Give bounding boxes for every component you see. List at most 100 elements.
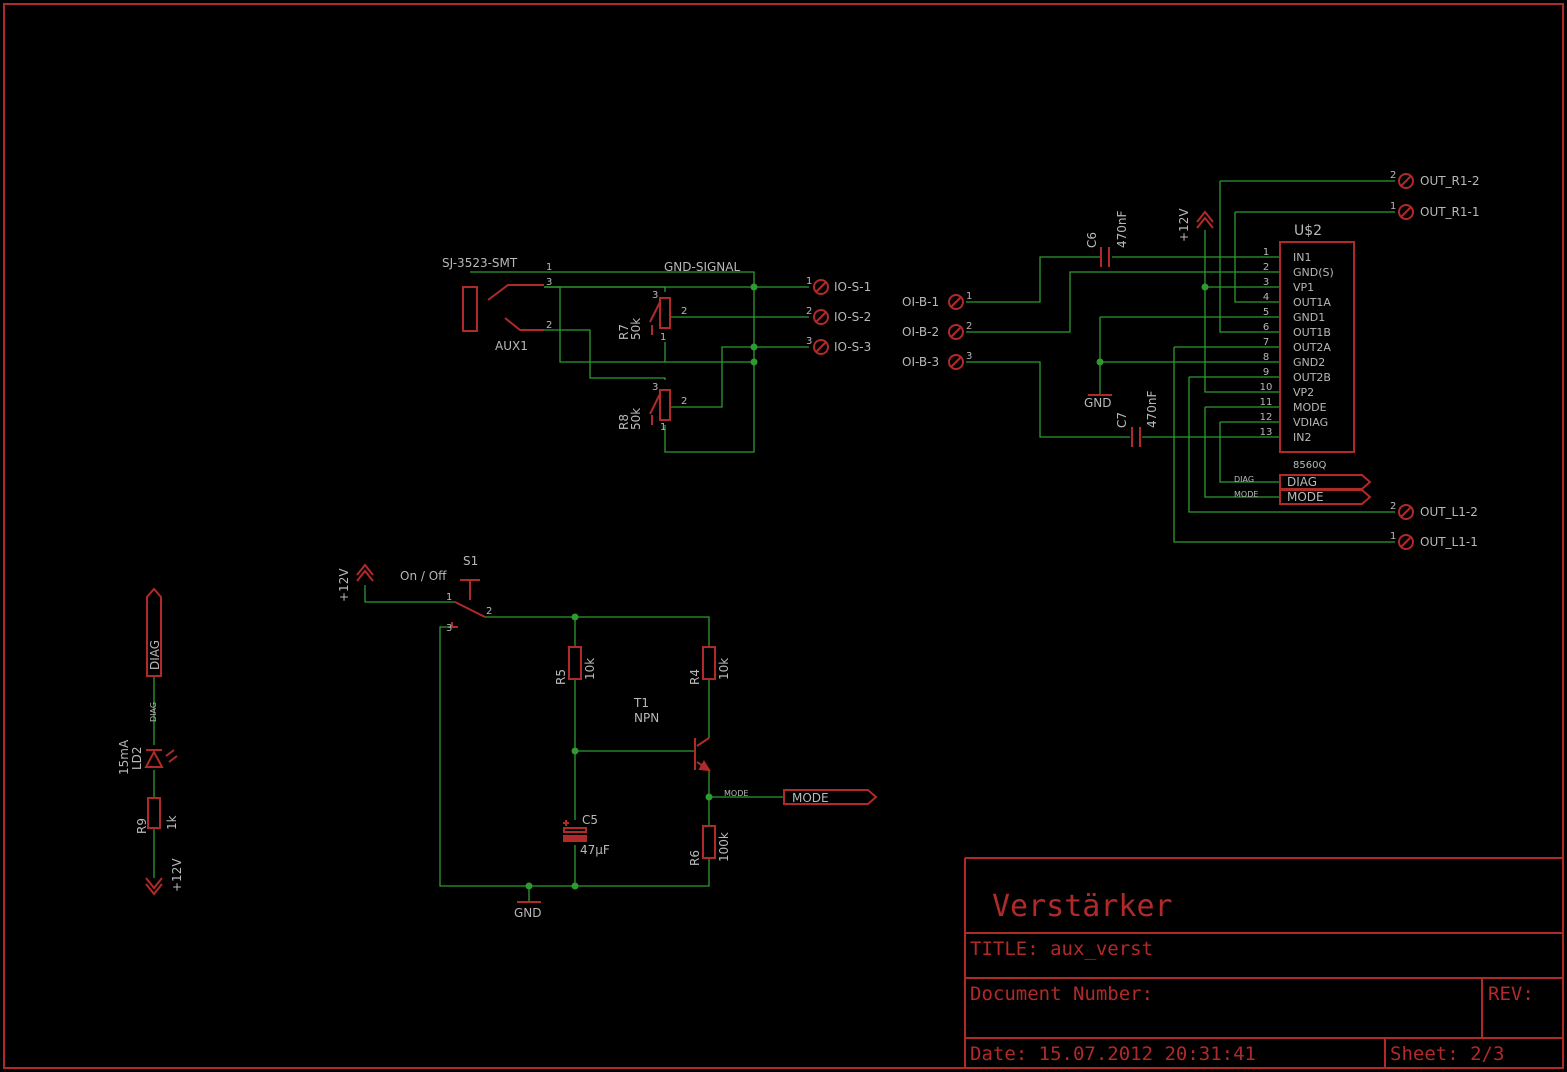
- ic-pin-name: VP1: [1293, 281, 1314, 294]
- svg-text:3: 3: [966, 351, 972, 362]
- ic-u2-body: [1279, 241, 1355, 453]
- project-name: Verstärker: [992, 889, 1173, 924]
- ic-pin-name: OUT1A: [1293, 296, 1331, 309]
- jack-name: SJ-3523-SMT: [442, 256, 518, 270]
- ic-pin-number: 12: [1260, 412, 1273, 423]
- r9-value: 1k: [165, 815, 179, 830]
- c7-capacitor: [1131, 427, 1141, 447]
- c7-name: C7: [1115, 412, 1129, 428]
- ic-pin-number: 2: [1263, 262, 1269, 273]
- c5-name: C5: [582, 813, 598, 827]
- svg-text:2: 2: [546, 320, 552, 331]
- s1-label: On / Off: [400, 569, 447, 583]
- ic-pin-number: 5: [1263, 307, 1269, 318]
- ic-pin-name: VP2: [1293, 386, 1314, 399]
- ic-part: 8560Q: [1293, 460, 1326, 471]
- c6-name: C6: [1085, 232, 1099, 248]
- c6-capacitor: [1100, 247, 1110, 267]
- ic-pin-number: 4: [1263, 292, 1269, 303]
- ld2-led-icon: [144, 749, 178, 768]
- ic-pin-name: GND2: [1293, 356, 1325, 369]
- svg-text:1: 1: [966, 291, 972, 302]
- switch-mode-port-label: MODE: [792, 791, 829, 805]
- amp-supply-label: +12V: [1177, 208, 1191, 242]
- io-label-3: IO-S-3: [834, 340, 871, 354]
- ic-pin-number: 9: [1263, 367, 1269, 378]
- ic-pin-name: IN2: [1293, 431, 1311, 444]
- input-label-1: OI-B-1: [902, 295, 939, 309]
- out-l1-2-label: OUT_L1-2: [1420, 505, 1478, 519]
- switch-section: +12V S1 On / Off 1 2 3 R5 10k R4 10k R6 …: [337, 554, 878, 920]
- ic-pin-number: 1: [1263, 247, 1269, 258]
- svg-text:1: 1: [1390, 201, 1396, 212]
- c5-value: 47µF: [580, 843, 610, 857]
- led-section: DIAG DIAG 15mA LD2 R9 1k +12V: [117, 587, 184, 896]
- switch-supply-arrow-icon: [356, 563, 374, 582]
- amp-gnd-label: GND: [1084, 396, 1112, 410]
- ic-pin-number: 6: [1263, 322, 1269, 333]
- supply-arrow-icon: [1196, 210, 1214, 229]
- ic-pin-name: OUT1B: [1293, 326, 1331, 339]
- input-label-2: OI-B-2: [902, 325, 939, 339]
- led-supply-arrow-icon: [145, 877, 163, 896]
- aux-jack-symbol: [462, 284, 544, 332]
- r6-resistor: [702, 825, 716, 859]
- out-r1-2-connector: 2: [1390, 170, 1414, 189]
- led-diag-net-label: DIAG: [149, 702, 158, 722]
- diag-net-label: DIAG: [1234, 475, 1254, 484]
- ic-pin-name: IN1: [1293, 251, 1311, 264]
- mode-port-label: MODE: [1287, 490, 1324, 504]
- svg-text:2: 2: [486, 606, 492, 617]
- document-number-field: Document Number:: [970, 983, 1153, 1005]
- sheet-frame: [3, 3, 1564, 1069]
- aux-section: SJ-3523-SMT AUX1 GND-SIGNAL 1 3 2 R7 50k…: [442, 256, 871, 453]
- io-connector-2: 2: [806, 306, 829, 325]
- svg-text:3: 3: [546, 277, 552, 288]
- r8-value: 50k: [629, 408, 643, 430]
- out-r1-2-label: OUT_R1-2: [1420, 174, 1480, 188]
- out-r1-1-connector: 1: [1390, 201, 1414, 220]
- svg-text:3: 3: [446, 623, 452, 634]
- ic-pin-name: GND1: [1293, 311, 1325, 324]
- svg-text:1: 1: [660, 422, 666, 433]
- c5-capacitor: [563, 820, 587, 842]
- r5-resistor: [568, 646, 582, 680]
- svg-text:3: 3: [652, 290, 658, 301]
- ic-pin-number: 10: [1260, 382, 1273, 393]
- ic-pin-name: VDIAG: [1293, 416, 1328, 429]
- ic-pin-number: 7: [1263, 337, 1269, 348]
- svg-text:2: 2: [681, 306, 687, 317]
- ic-pin-name: OUT2A: [1293, 341, 1331, 354]
- ld2-value: 15mA: [117, 739, 131, 775]
- svg-text:2: 2: [806, 306, 812, 317]
- c7-value: 470nF: [1145, 390, 1159, 428]
- t1-name: T1: [633, 696, 649, 710]
- title-field: TITLE: aux_verst: [970, 938, 1153, 960]
- svg-text:1: 1: [1390, 531, 1396, 542]
- r9-name: R9: [135, 818, 149, 834]
- ic-pin-number: 13: [1260, 427, 1273, 438]
- mode-port: [1279, 489, 1372, 505]
- r8-name: R8: [617, 414, 631, 430]
- jack-label: AUX1: [495, 339, 528, 353]
- r7-name: R7: [617, 324, 631, 340]
- out-r1-1-label: OUT_R1-1: [1420, 205, 1480, 219]
- r8-potentiometer: [649, 389, 671, 425]
- switch-gnd-label: GND: [514, 906, 542, 920]
- io-label-2: IO-S-2: [834, 310, 871, 324]
- switch-mode-net-label: MODE: [724, 789, 748, 798]
- diag-port: [1279, 474, 1372, 490]
- ic-pin-number: 11: [1260, 397, 1273, 408]
- ic-pin-number: 3: [1263, 277, 1269, 288]
- c6-value: 470nF: [1115, 210, 1129, 248]
- r7-potentiometer: [649, 297, 671, 335]
- sheet-field: Sheet: 2/3: [1390, 1043, 1504, 1065]
- ic-pin-number: 8: [1263, 352, 1269, 363]
- ic-pin-name: OUT2B: [1293, 371, 1331, 384]
- r4-value: 10k: [717, 658, 731, 680]
- input-connector-1: 1: [948, 291, 972, 310]
- r6-name: R6: [688, 850, 702, 866]
- t1-transistor: [694, 737, 711, 772]
